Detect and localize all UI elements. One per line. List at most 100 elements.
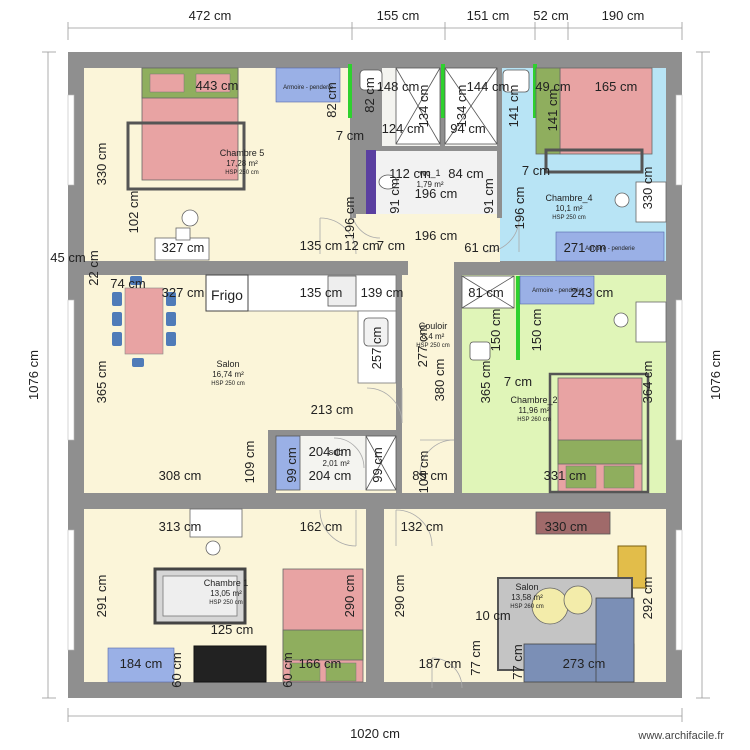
idim-1: 82 cm bbox=[324, 82, 339, 117]
idim-7: 7 cm bbox=[336, 128, 364, 143]
idim-46: 365 cm bbox=[478, 361, 493, 404]
idim-38: 81 cm bbox=[468, 285, 503, 300]
idim-75: 273 cm bbox=[563, 656, 606, 671]
sdb-area: 2,01 m² bbox=[322, 459, 349, 468]
dim-top-3: 151 cm bbox=[467, 8, 510, 23]
salon2-hsp: HSP 260 cm bbox=[510, 604, 544, 610]
idim-8: 124 cm bbox=[382, 121, 425, 136]
couloir-hsp: HSP 250 cm bbox=[416, 343, 450, 349]
dim-top-1: 472 cm bbox=[189, 8, 232, 23]
idim-35: 327 cm bbox=[162, 285, 205, 300]
idim-3: 144 cm bbox=[467, 79, 510, 94]
wardrobe-label-1: Armoire - penderie bbox=[283, 85, 333, 91]
desk-chambre1 bbox=[189, 508, 243, 556]
idim-53: 99 cm bbox=[284, 447, 299, 482]
wc-area: 1,79 m² bbox=[416, 180, 443, 189]
fridge bbox=[205, 274, 249, 312]
outer-dimension-lines bbox=[42, 22, 710, 722]
wardrobe-label-3: Armoire - penderie bbox=[532, 288, 582, 294]
idim-34: 74 cm bbox=[110, 276, 145, 291]
idim-9: 134 cm bbox=[416, 85, 431, 128]
idim-12: 141 cm bbox=[506, 85, 521, 128]
idim-49: 213 cm bbox=[311, 402, 354, 417]
idim-56: 104 cm bbox=[416, 451, 431, 494]
idim-40: 150 cm bbox=[488, 309, 503, 352]
idim-59: 313 cm bbox=[159, 519, 202, 534]
coffee-table-2 bbox=[563, 585, 593, 615]
idim-48: 364 cm bbox=[640, 361, 655, 404]
idim-32: 45 cm bbox=[50, 250, 85, 265]
bathtub-chambre1 bbox=[153, 567, 247, 625]
sdb-fixtures bbox=[275, 435, 397, 491]
watermark: www.archifacile.fr bbox=[638, 730, 724, 742]
couloir-area: 6,4 m² bbox=[422, 332, 445, 341]
idim-76: 77 cm bbox=[510, 644, 525, 679]
room-couloir bbox=[402, 262, 454, 493]
idim-47: 380 cm bbox=[432, 359, 447, 402]
idim-5: 165 cm bbox=[595, 79, 638, 94]
dim-bottom: 1020 cm bbox=[350, 726, 400, 741]
desk-chambre4 bbox=[614, 181, 667, 223]
idim-68: 125 cm bbox=[211, 622, 254, 637]
idim-55: 308 cm bbox=[159, 468, 202, 483]
bed-rug-chambre5 bbox=[126, 121, 246, 191]
chambre1-name: Chambre 1 bbox=[204, 578, 249, 588]
dim-right: 1076 cm bbox=[708, 350, 723, 400]
idim-4: 49 cm bbox=[535, 79, 570, 94]
chambre2-shower bbox=[461, 275, 515, 361]
wardrobe-chambre1 bbox=[107, 647, 175, 683]
idim-61: 132 cm bbox=[401, 519, 444, 534]
bed-chambre2 bbox=[548, 372, 650, 494]
idim-19: 196 cm bbox=[415, 186, 458, 201]
idim-30: 61 cm bbox=[464, 240, 499, 255]
bath-top-fixtures bbox=[359, 67, 530, 145]
idim-50: 109 cm bbox=[242, 441, 257, 484]
idim-64: 290 cm bbox=[342, 575, 357, 618]
idim-73: 187 cm bbox=[419, 656, 462, 671]
wardrobe-chambre4 bbox=[555, 231, 665, 262]
tv-stand bbox=[535, 511, 611, 535]
salon-main-area: 16,74 m² bbox=[212, 370, 244, 379]
idim-26: 135 cm bbox=[300, 238, 343, 253]
wardrobe-chambre5 bbox=[275, 67, 341, 103]
idim-41: 150 cm bbox=[529, 309, 544, 352]
idim-72: 166 cm bbox=[299, 656, 342, 671]
idim-60: 162 cm bbox=[300, 519, 343, 534]
chambre5-name: Chambre 5 bbox=[220, 148, 265, 158]
sdb-name: sdb bbox=[329, 447, 344, 457]
idim-6: 82 cm bbox=[362, 77, 377, 112]
chambre4-hsp: HSP 250 cm bbox=[552, 215, 586, 221]
idim-16: 102 cm bbox=[126, 191, 141, 234]
idim-71: 60 cm bbox=[280, 652, 295, 687]
chambre1-hsp: HSP 250 cm bbox=[209, 600, 243, 606]
chambre2-name: Chambre_2 bbox=[510, 395, 557, 405]
idim-22: 196 cm bbox=[342, 197, 357, 240]
interior-walls bbox=[68, 68, 682, 698]
dim-left: 1076 cm bbox=[26, 350, 41, 400]
idim-70: 60 cm bbox=[169, 652, 184, 687]
idim-37: 139 cm bbox=[361, 285, 404, 300]
cooktop bbox=[327, 275, 357, 307]
idim-11: 134 cm bbox=[454, 85, 469, 128]
idim-39: 243 cm bbox=[571, 285, 614, 300]
couloir-name: Couloir bbox=[419, 321, 448, 331]
idim-0: 443 cm bbox=[196, 78, 239, 93]
tv-unit-chambre1 bbox=[193, 645, 267, 683]
outer-windows bbox=[67, 94, 683, 651]
chambre2-area: 11,96 m² bbox=[519, 406, 550, 415]
sofa bbox=[523, 597, 635, 683]
bed-chambre1 bbox=[282, 568, 364, 683]
idim-66: 292 cm bbox=[640, 577, 655, 620]
idim-27: 12 cm bbox=[344, 238, 379, 253]
wardrobe-label-2: Armoire - penderie bbox=[585, 246, 635, 252]
window-bars bbox=[348, 64, 537, 360]
bed-chambre4 bbox=[535, 67, 653, 174]
idim-20: 91 cm bbox=[387, 178, 402, 213]
salon2-area: 13,58 m² bbox=[511, 593, 543, 602]
dim-top-2: 155 cm bbox=[377, 8, 420, 23]
idim-14: 7 cm bbox=[522, 163, 550, 178]
idim-31: 271 cm bbox=[564, 240, 607, 255]
dim-top-5: 190 cm bbox=[602, 8, 645, 23]
wc-name: wc_1 bbox=[418, 168, 440, 178]
